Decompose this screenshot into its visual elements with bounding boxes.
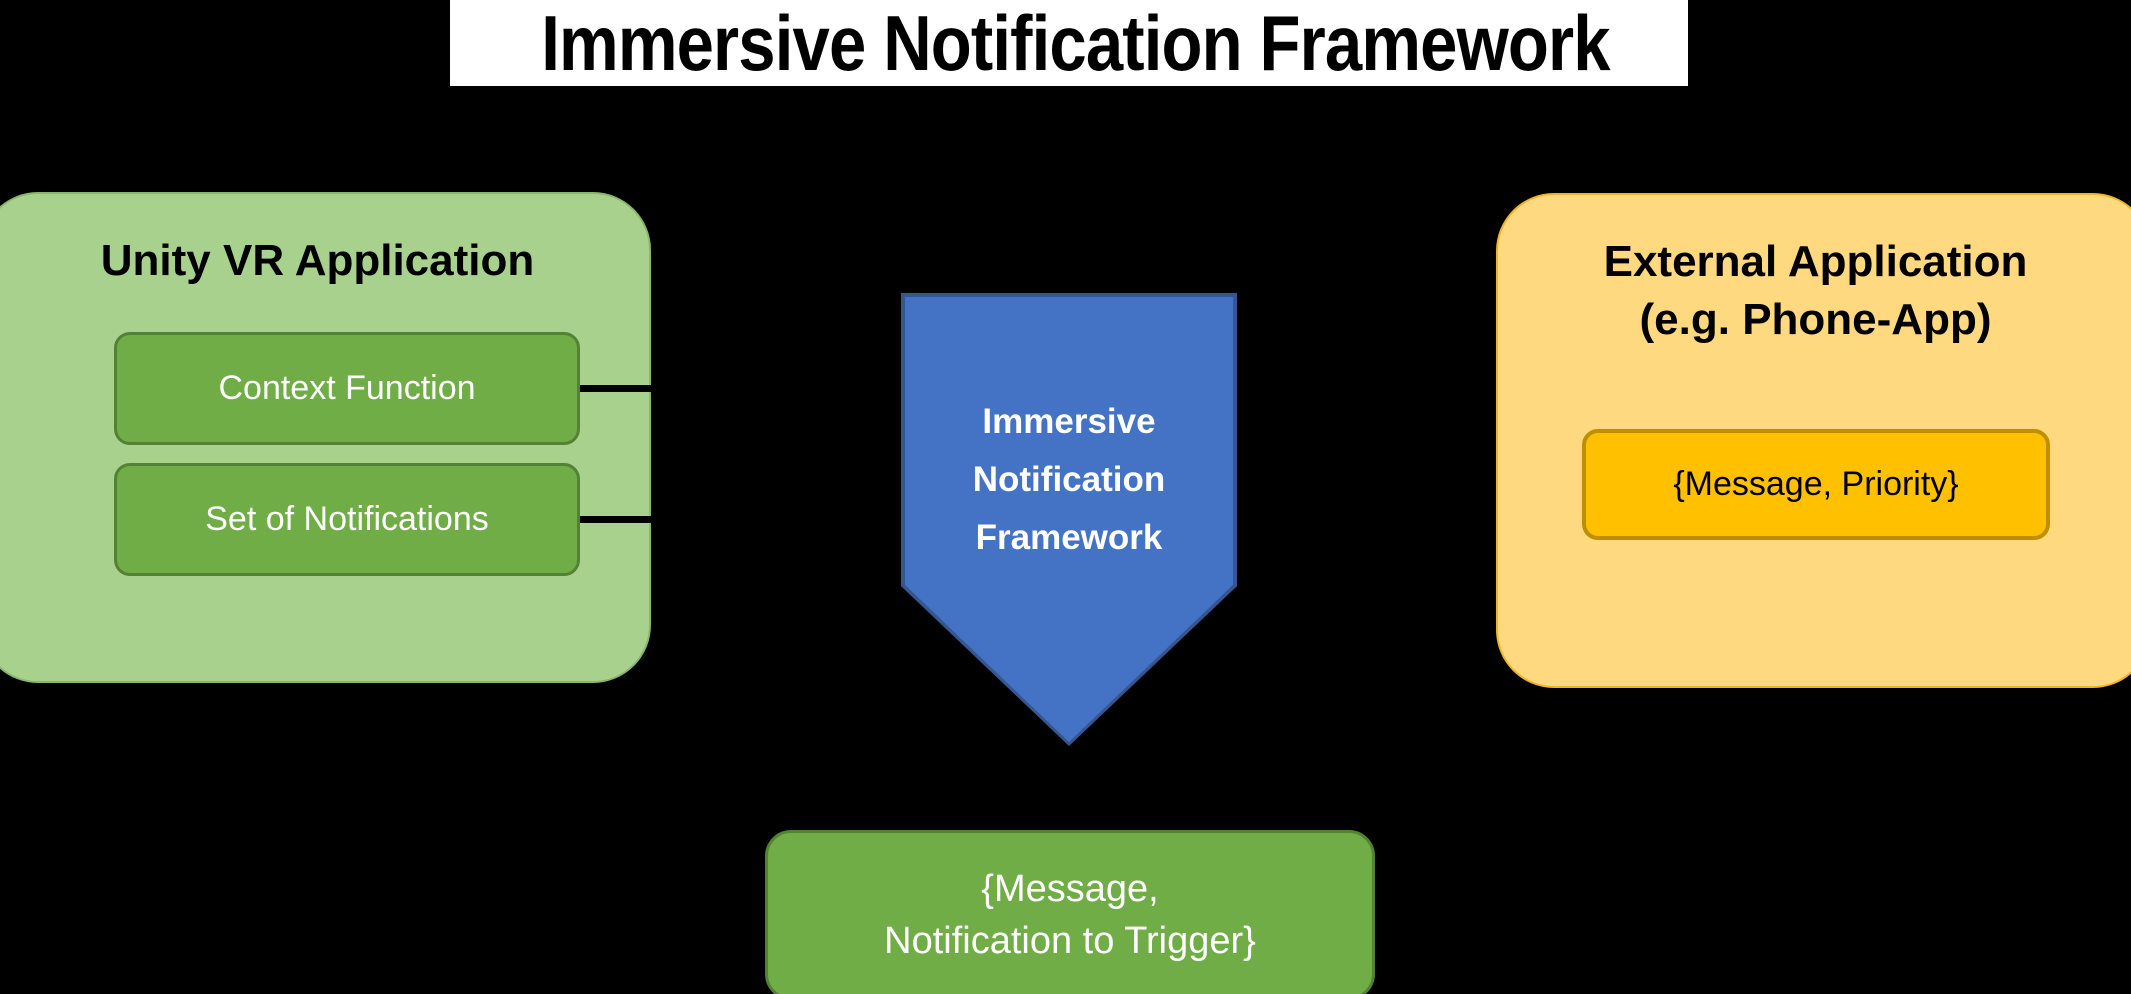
output-message-line2: Notification to Trigger} [884,920,1256,962]
external-application-panel: External Application (e.g. Phone-App) {M… [1496,193,2131,688]
framework-shape-label: Immersive Notification Framework [905,393,1233,567]
set-of-notifications-box[interactable]: Set of Notifications [114,463,580,576]
framework-label-line3: Framework [975,518,1163,557]
set-of-notifications-label: Set of Notifications [205,500,489,538]
framework-label-line1: Immersive [982,402,1156,441]
unity-vr-application-title: Unity VR Application [100,236,535,285]
unity-vr-application-panel: Unity VR Application Context Function Se… [0,192,656,683]
page-title: Immersive Notification Framework [541,0,1610,86]
context-function-box[interactable]: Context Function [114,332,580,445]
external-application-title-line2: (e.g. Phone-App) [1639,295,1992,344]
context-function-label: Context Function [218,369,476,407]
external-application-title: External Application (e.g. Phone-App) [1498,233,2131,349]
output-message-box[interactable]: {Message, Notification to Trigger} [765,830,1375,994]
connector-line-set-of-notifications [580,516,656,523]
message-priority-label: {Message, Priority} [1673,465,1959,503]
message-priority-box[interactable]: {Message, Priority} [1582,429,2050,540]
title-banner: Immersive Notification Framework [450,0,1688,86]
connector-line-context-function [580,385,656,392]
output-message-line1: {Message, [981,868,1159,910]
framework-label-line2: Notification [972,460,1166,499]
external-application-title-line1: External Application [1603,237,2028,286]
